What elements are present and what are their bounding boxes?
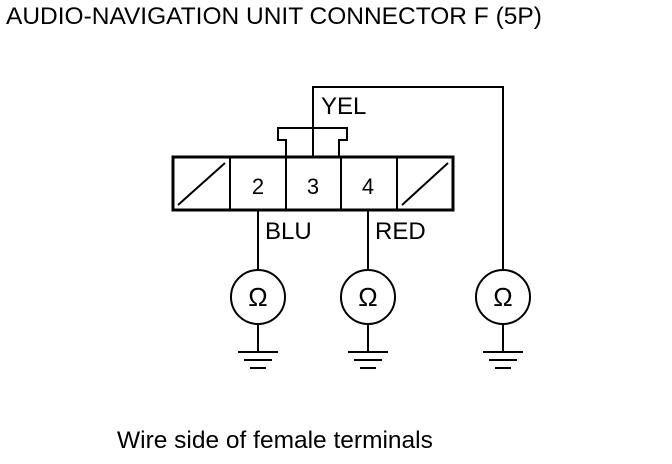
wire-label-blu: BLU	[265, 218, 312, 245]
empty-cavity-1	[177, 162, 226, 206]
wire-yel	[312, 86, 504, 270]
caption: Wire side of female terminals	[117, 427, 433, 454]
terminal-number-2: 2	[252, 174, 264, 199]
ground-icon	[238, 351, 278, 369]
ground-icon	[483, 351, 523, 369]
empty-cavity-5	[401, 162, 449, 206]
ohm-symbol: Ω	[358, 282, 377, 312]
ohm-symbol: Ω	[248, 282, 267, 312]
connector-lock-tab	[277, 127, 348, 157]
ohm-symbol: Ω	[493, 282, 512, 312]
wire-label-yel: YEL	[321, 93, 366, 120]
ground-icon	[348, 351, 388, 369]
terminal-number-3: 3	[307, 174, 319, 199]
terminal-number-4: 4	[362, 174, 374, 199]
page-title: AUDIO-NAVIGATION UNIT CONNECTOR F (5P)	[6, 3, 542, 30]
wire-label-red: RED	[375, 218, 426, 245]
